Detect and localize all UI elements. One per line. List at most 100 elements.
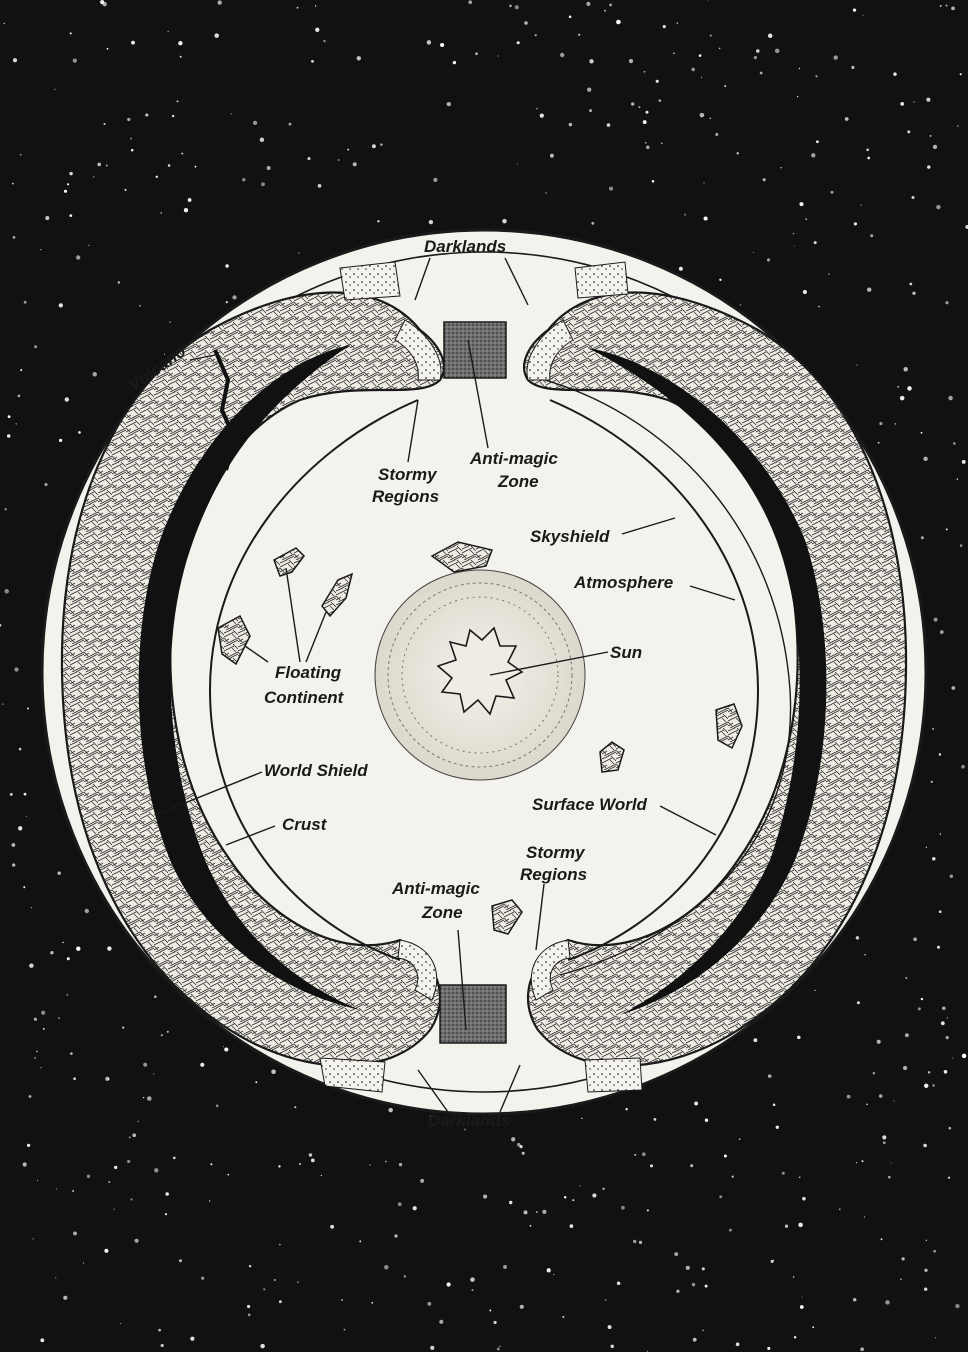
- star: [263, 1288, 265, 1290]
- star: [137, 1121, 139, 1123]
- star: [941, 1021, 945, 1025]
- star: [839, 1209, 840, 1210]
- star: [754, 56, 757, 59]
- star: [129, 1136, 131, 1138]
- star: [873, 1072, 876, 1075]
- star: [433, 178, 437, 182]
- star: [605, 1299, 607, 1301]
- star: [167, 1031, 169, 1033]
- label-stormy-top-line2: Regions: [372, 487, 439, 506]
- star: [564, 1196, 567, 1199]
- star: [130, 1198, 132, 1200]
- star: [957, 125, 958, 126]
- star: [857, 1001, 860, 1004]
- star: [944, 1070, 948, 1074]
- star: [168, 164, 171, 167]
- star: [40, 1067, 42, 1069]
- star: [579, 1185, 580, 1186]
- star: [553, 1274, 554, 1275]
- star: [108, 1181, 110, 1183]
- star: [427, 1302, 431, 1306]
- star: [587, 88, 591, 92]
- star: [154, 995, 157, 998]
- star: [524, 21, 528, 25]
- star: [814, 990, 815, 991]
- star: [940, 630, 944, 634]
- star: [289, 123, 292, 126]
- star: [503, 1265, 507, 1269]
- star: [311, 1159, 315, 1163]
- star: [540, 113, 544, 117]
- star: [937, 946, 940, 949]
- star: [97, 163, 101, 167]
- star: [955, 1304, 959, 1308]
- star: [661, 142, 663, 144]
- star: [775, 49, 780, 54]
- star: [127, 1160, 130, 1163]
- star: [854, 222, 857, 225]
- star: [877, 1040, 881, 1044]
- star: [864, 1216, 865, 1217]
- star: [168, 31, 169, 32]
- star: [67, 183, 69, 185]
- star: [702, 1330, 703, 1331]
- star: [307, 157, 310, 160]
- star: [702, 1267, 705, 1270]
- star: [674, 1252, 678, 1256]
- star: [530, 1225, 532, 1227]
- star: [940, 833, 942, 835]
- star: [535, 34, 537, 36]
- label-floating-line2: Continent: [264, 688, 345, 707]
- star: [160, 212, 162, 214]
- star: [960, 73, 962, 75]
- star: [912, 292, 915, 295]
- star: [931, 781, 933, 783]
- star: [248, 1314, 251, 1317]
- antimagic-zone-bottom: [440, 985, 506, 1043]
- star: [918, 1007, 921, 1010]
- star: [797, 96, 798, 97]
- star: [690, 1164, 693, 1167]
- star: [948, 1177, 950, 1179]
- star: [114, 1166, 117, 1169]
- star: [905, 1033, 909, 1037]
- star: [200, 1063, 204, 1067]
- sun: [375, 570, 585, 780]
- star: [654, 1118, 657, 1121]
- star: [644, 71, 646, 73]
- star: [59, 439, 62, 442]
- star: [676, 1290, 679, 1293]
- star: [945, 301, 948, 304]
- star: [646, 145, 650, 149]
- star: [952, 1058, 953, 1059]
- star: [29, 963, 33, 967]
- star: [520, 1305, 524, 1309]
- star: [893, 72, 897, 76]
- star: [694, 1102, 698, 1106]
- star: [894, 1100, 895, 1101]
- star: [736, 1342, 740, 1346]
- star: [701, 77, 702, 78]
- label-antimagic-bottom-line2: Zone: [421, 903, 463, 922]
- star: [178, 41, 182, 45]
- star: [23, 886, 25, 888]
- star: [631, 102, 634, 105]
- star: [634, 1154, 636, 1156]
- star: [165, 1192, 169, 1196]
- star: [729, 1229, 732, 1232]
- star: [224, 1047, 228, 1051]
- star: [901, 1257, 904, 1260]
- star: [169, 321, 171, 323]
- star: [413, 1206, 417, 1210]
- star: [347, 149, 349, 151]
- star: [691, 68, 694, 71]
- star: [853, 1298, 856, 1301]
- star: [719, 1195, 722, 1198]
- star: [581, 1118, 582, 1119]
- star: [586, 2, 590, 6]
- star: [12, 183, 14, 185]
- star: [181, 153, 183, 155]
- star: [260, 1344, 264, 1348]
- star: [609, 3, 612, 6]
- star: [88, 245, 89, 246]
